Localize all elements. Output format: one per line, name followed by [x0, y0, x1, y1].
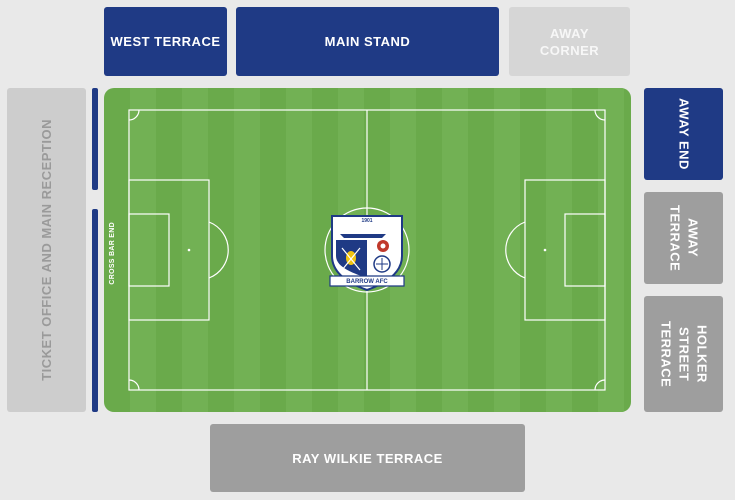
west-terrace-stand[interactable]: WEST TERRACE — [104, 7, 227, 76]
away-corner-label: AWAY CORNER — [539, 25, 600, 58]
pitch — [104, 88, 631, 412]
ray-wilkie-terrace-stand[interactable]: RAY WILKIE TERRACE — [210, 424, 525, 492]
away-terrace-label: AWAY TERRACE — [667, 204, 701, 272]
crest-year: 1901 — [361, 218, 373, 224]
west-terrace-label: WEST TERRACE — [110, 34, 221, 49]
crest-shield-icon — [329, 215, 405, 292]
club-crest: 1901 BARROW AFC — [328, 212, 406, 294]
cross-bar-end-upper[interactable] — [92, 88, 98, 190]
holker-street-terrace-stand[interactable]: HOLKER STREET TERRACE — [644, 296, 723, 412]
ray-wilkie-terrace-label: RAY WILKIE TERRACE — [292, 450, 443, 466]
away-corner-stand[interactable]: AWAY CORNER — [509, 7, 630, 76]
away-end-label: AWAY END — [676, 98, 692, 170]
ticket-office-label: TICKET OFFICE AND MAIN RECEPTION — [39, 119, 54, 381]
main-stand[interactable]: MAIN STAND — [236, 7, 499, 76]
pitch-markings — [104, 88, 631, 412]
holker-street-terrace-label: HOLKER STREET TERRACE — [658, 320, 710, 388]
cross-bar-end-label: CROSS BAR END — [109, 222, 116, 285]
cross-bar-end-lower[interactable] — [92, 209, 98, 412]
away-end-stand[interactable]: AWAY END — [644, 88, 723, 180]
away-terrace-stand[interactable]: AWAY TERRACE — [644, 192, 723, 284]
main-stand-label: MAIN STAND — [324, 34, 411, 49]
crest-name: BARROW AFC — [346, 279, 388, 285]
ticket-office-stand[interactable]: TICKET OFFICE AND MAIN RECEPTION — [7, 88, 86, 412]
